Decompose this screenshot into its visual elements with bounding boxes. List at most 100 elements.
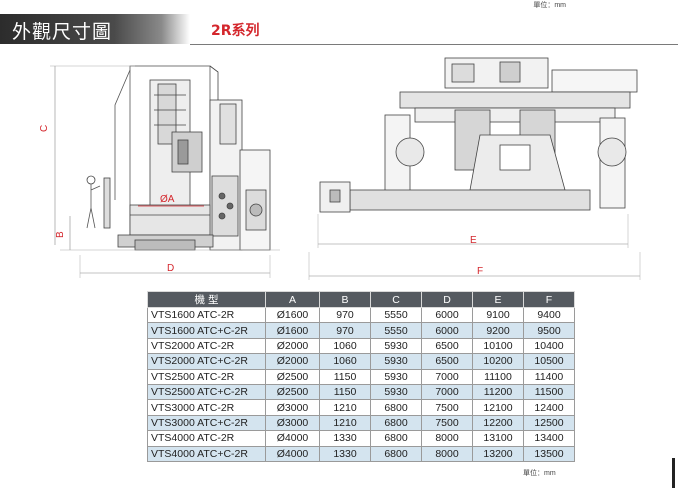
table-row: VTS2000 ATC-2R Ø2000 1060 5930 6500 1010… — [147, 337, 575, 355]
table-cell-e: 11100 — [472, 368, 524, 385]
table-cell-b: 1210 — [319, 399, 371, 416]
page-title: 外觀尺寸圖 — [12, 21, 113, 43]
table-cell-model: VTS2000 ATC-2R — [147, 337, 266, 355]
table-cell-c: 6800 — [370, 445, 422, 462]
table-cell-c: 6800 — [370, 430, 422, 447]
table-cell-model: VTS3000 ATC-2R — [147, 399, 266, 416]
table-cell-f: 10400 — [523, 337, 575, 355]
table-cell-model: VTS4000 ATC+C-2R — [147, 445, 266, 462]
table-cell-f: 13500 — [523, 445, 575, 462]
table-cell-b: 970 — [319, 322, 371, 339]
series-label: 2R系列 — [211, 23, 260, 39]
table-row: VTS4000 ATC+C-2R Ø4000 1330 6800 8000 13… — [147, 445, 575, 462]
front-view-drawing — [308, 57, 641, 280]
table-cell-d: 7500 — [421, 414, 473, 432]
table-cell-d: 8000 — [421, 445, 473, 462]
table-row: VTS3000 ATC+C-2R Ø3000 1210 6800 7500 12… — [147, 414, 575, 432]
table-cell-a: Ø2500 — [265, 383, 320, 401]
table-cell-b: 1060 — [319, 353, 371, 370]
table-cell-f: 11400 — [523, 368, 575, 385]
table-cell-a: Ø2500 — [265, 368, 320, 385]
table-cell-a: Ø2000 — [265, 337, 320, 355]
table-cell-b: 1150 — [319, 368, 371, 385]
side-view-dim-c: C — [39, 125, 50, 132]
table-cell-f: 9400 — [523, 306, 575, 324]
table-cell-c: 5930 — [370, 337, 422, 355]
unit-label-bottom: 單位：mm — [523, 470, 556, 477]
side-view-drawing — [50, 65, 280, 278]
table-row: VTS2000 ATC+C-2R Ø2000 1060 5930 6500 10… — [147, 353, 575, 370]
side-view-dim-d: D — [167, 263, 174, 274]
table-cell-b: 1210 — [319, 414, 371, 432]
table-cell-model: VTS2500 ATC+C-2R — [147, 383, 266, 401]
table-header-f: F — [523, 291, 575, 308]
table-cell-model: VTS4000 ATC-2R — [147, 430, 266, 447]
table-cell-e: 11200 — [472, 383, 524, 401]
front-view-dim-e: E — [470, 235, 477, 246]
table-cell-f: 12500 — [523, 414, 575, 432]
table-cell-d: 6000 — [421, 322, 473, 339]
table-cell-e: 12200 — [472, 414, 524, 432]
table-cell-model: VTS2000 ATC+C-2R — [147, 353, 266, 370]
table-cell-e: 12100 — [472, 399, 524, 416]
table-cell-d: 6500 — [421, 337, 473, 355]
table-cell-c: 5930 — [370, 368, 422, 385]
table-cell-c: 6800 — [370, 414, 422, 432]
table-cell-b: 1330 — [319, 445, 371, 462]
header-divider — [190, 44, 678, 45]
table-cell-b: 1330 — [319, 430, 371, 447]
table-cell-e: 13100 — [472, 430, 524, 447]
table-cell-e: 13200 — [472, 445, 524, 462]
table-cell-d: 7000 — [421, 383, 473, 401]
table-cell-a: Ø2000 — [265, 353, 320, 370]
table-cell-d: 7000 — [421, 368, 473, 385]
table-row: VTS1600 ATC+C-2R Ø1600 970 5550 6000 920… — [147, 322, 575, 339]
table-cell-d: 7500 — [421, 399, 473, 416]
table-cell-d: 8000 — [421, 430, 473, 447]
table-header-e: E — [472, 291, 524, 308]
table-cell-a: Ø3000 — [265, 414, 320, 432]
table-header-c: C — [370, 291, 422, 308]
side-view-dim-b: B — [55, 231, 66, 238]
table-cell-f: 10500 — [523, 353, 575, 370]
spec-table: 機 型 A B C D E F VTS1600 ATC-2R Ø1600 970… — [147, 291, 575, 462]
table-row: VTS4000 ATC-2R Ø4000 1330 6800 8000 1310… — [147, 430, 575, 447]
table-row: VTS1600 ATC-2R Ø1600 970 5550 6000 9100 … — [147, 306, 575, 324]
table-cell-f: 13400 — [523, 430, 575, 447]
table-row: VTS2500 ATC-2R Ø2500 1150 5930 7000 1110… — [147, 368, 575, 385]
table-cell-c: 5550 — [370, 322, 422, 339]
table-cell-b: 970 — [319, 306, 371, 324]
table-row: VTS3000 ATC-2R Ø3000 1210 6800 7500 1210… — [147, 399, 575, 416]
table-cell-a: Ø4000 — [265, 430, 320, 447]
front-view-dim-f: F — [477, 266, 483, 277]
table-cell-c: 5930 — [370, 353, 422, 370]
table-cell-model: VTS1600 ATC+C-2R — [147, 322, 266, 339]
header-band — [0, 14, 190, 44]
page-edge-marker — [672, 458, 675, 488]
table-cell-a: Ø1600 — [265, 322, 320, 339]
table-cell-f: 9500 — [523, 322, 575, 339]
table-cell-a: Ø4000 — [265, 445, 320, 462]
table-cell-c: 6800 — [370, 399, 422, 416]
table-cell-model: VTS3000 ATC+C-2R — [147, 414, 266, 432]
table-cell-b: 1060 — [319, 337, 371, 355]
table-header-a: A — [265, 291, 320, 308]
table-cell-f: 11500 — [523, 383, 575, 401]
unit-label-top: 單位：mm — [533, 2, 566, 9]
table-row: VTS2500 ATC+C-2R Ø2500 1150 5930 7000 11… — [147, 383, 575, 401]
table-cell-d: 6500 — [421, 353, 473, 370]
table-cell-c: 5930 — [370, 383, 422, 401]
table-cell-model: VTS1600 ATC-2R — [147, 306, 266, 324]
table-header-d: D — [421, 291, 473, 308]
table-cell-a: Ø3000 — [265, 399, 320, 416]
table-cell-b: 1150 — [319, 383, 371, 401]
table-cell-e: 9200 — [472, 322, 524, 339]
table-cell-model: VTS2500 ATC-2R — [147, 368, 266, 385]
side-view-dim-a: ØA — [160, 194, 175, 205]
table-cell-e: 10200 — [472, 353, 524, 370]
table-cell-c: 5550 — [370, 306, 422, 324]
table-cell-d: 6000 — [421, 306, 473, 324]
table-cell-f: 12400 — [523, 399, 575, 416]
table-cell-e: 10100 — [472, 337, 524, 355]
